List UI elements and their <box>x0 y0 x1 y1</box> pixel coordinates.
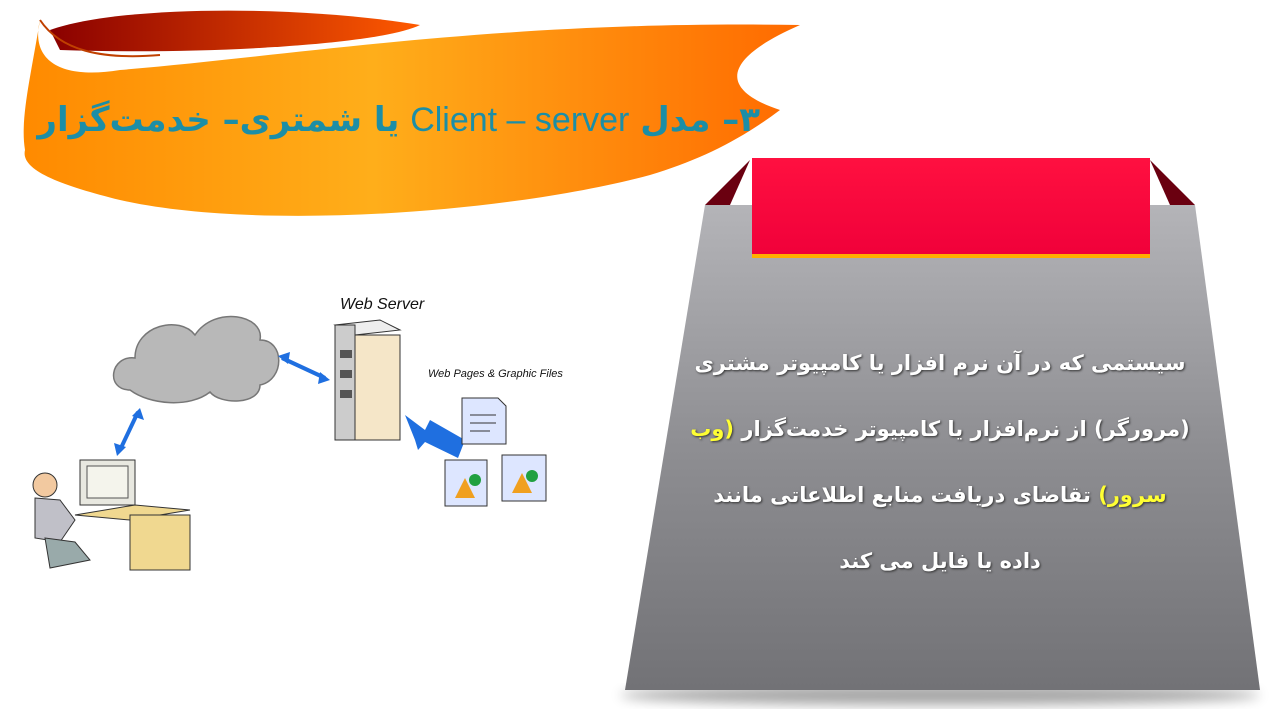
highlight-server: سرور) <box>1098 483 1167 507</box>
description-line-4: داده یا فایل می کند <box>839 549 1041 573</box>
title-ribbon-banner <box>23 10 801 216</box>
text-panel <box>620 158 1260 705</box>
cloud-icon <box>113 315 280 404</box>
web-server-label: Web Server <box>340 296 425 313</box>
description-line-3: سرور) تقاضای دریافت منابع اطلاعاتی مانند <box>650 462 1230 528</box>
description-line-3-text: تقاضای دریافت منابع اطلاعاتی مانند <box>713 483 1099 507</box>
double-arrow-icon <box>278 352 330 384</box>
image-file-icon <box>444 459 488 507</box>
document-icon <box>461 397 507 445</box>
title-english: Client – server <box>410 101 630 139</box>
server-tower-icon <box>333 319 402 441</box>
user-at-computer-icon <box>32 459 191 571</box>
description-text: سیستمی که در آن نرم افزار یا کامپیوتر مش… <box>650 330 1230 594</box>
description-line-2: (مرورگر) از نرم‌افزار یا کامپیوتر خدمت‌گ… <box>650 396 1230 462</box>
double-arrow-icon <box>114 408 144 456</box>
title-persian: یا شمتری– خدمت‌گزار <box>37 100 400 140</box>
highlight-web: (وب <box>690 417 735 441</box>
description-line-2-text: (مرورگر) از نرم‌افزار یا کامپیوتر خدمت‌گ… <box>734 417 1190 441</box>
client-server-diagram <box>32 315 547 571</box>
big-arrow-icon <box>405 415 465 458</box>
image-file-icon <box>501 454 547 502</box>
description-line-1: سیستمی که در آن نرم افزار یا کامپیوتر مش… <box>694 351 1186 375</box>
title-number: ۳– مدل <box>640 100 760 140</box>
web-pages-label: Web Pages & Graphic Files <box>428 368 563 380</box>
slide-title: ۳– مدل Client – server یا شمتری– خدمت‌گز… <box>20 92 760 148</box>
